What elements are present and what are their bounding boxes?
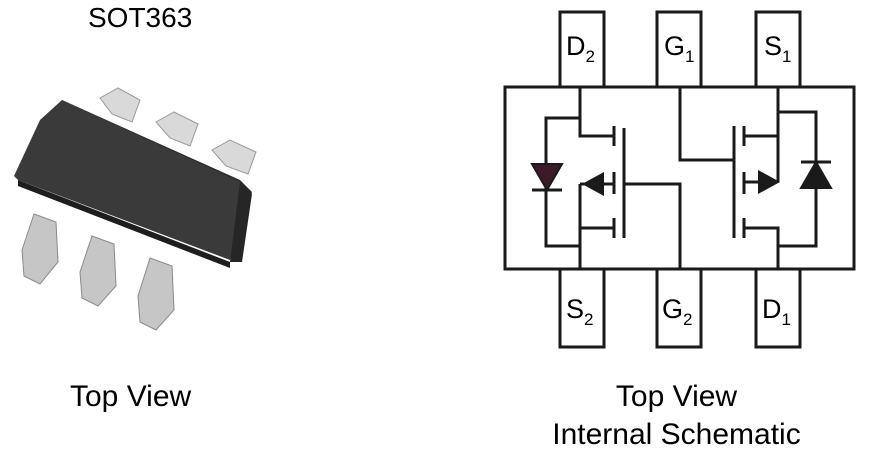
pin-label-bottom-3: D1 (762, 294, 791, 329)
pin-labels-top: D2 G1 S1 (566, 31, 791, 66)
schematic-title-caption: Internal Schematic (0, 418, 893, 452)
schematic-view-caption: Top View (0, 380, 893, 414)
schematic-caption-line1: Top View (615, 380, 738, 413)
package-front-leads (21, 213, 175, 331)
internal-schematic (503, 10, 856, 349)
package-title: SOT363 (88, 2, 193, 33)
package-back-leads (99, 87, 257, 175)
pin-box-bottom-1 (558, 267, 606, 349)
package-view-caption: Top View (70, 380, 192, 413)
pin-box-top-1 (558, 10, 606, 89)
pin-label-top-3: S1 (764, 31, 791, 66)
pin-label-top-2: G1 (664, 31, 694, 66)
schematic-caption-line2: Internal Schematic (552, 418, 801, 451)
pin-label-bottom-2: G2 (662, 294, 692, 329)
mosfet-right (678, 87, 831, 269)
diode-right (799, 159, 833, 189)
pin-labels-bottom: S2 G2 D1 (566, 294, 791, 329)
package-body (14, 100, 252, 268)
mosfet-left-arrow (582, 172, 604, 196)
pin-label-top-1: D2 (566, 31, 595, 66)
mosfet-right-arrow (758, 170, 780, 194)
pin-label-bottom-1: S2 (566, 294, 593, 329)
diode-left (530, 163, 564, 193)
